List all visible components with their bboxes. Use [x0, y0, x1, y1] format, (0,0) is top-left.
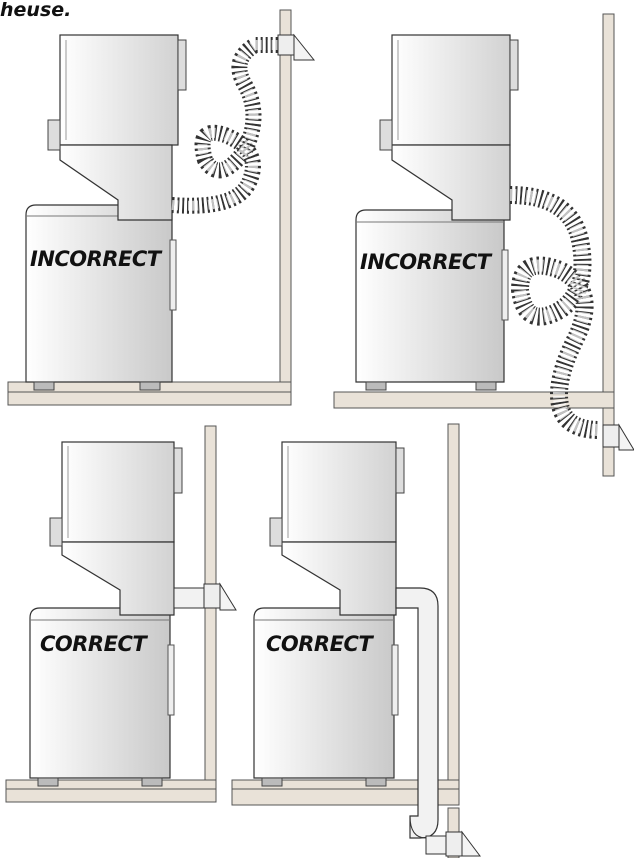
panel-correct-right [231, 423, 481, 858]
washer [253, 607, 399, 787]
floor [5, 779, 217, 803]
panel-label-incorrect: INCORRECT [360, 250, 491, 274]
heading-fragment: heuse. [0, 0, 72, 21]
wall-vent-hood [277, 33, 316, 61]
rigid-vent-duct [395, 587, 449, 855]
panel-label-correct: CORRECT [266, 632, 373, 656]
panel-correct-left [5, 425, 237, 803]
floor [231, 779, 460, 806]
washer [355, 209, 509, 391]
wall-vent-hood [203, 582, 237, 611]
wall-vent-hood [445, 830, 481, 857]
dryer [47, 34, 187, 221]
wall [279, 9, 292, 383]
floor [333, 391, 615, 409]
rigid-vent-duct [173, 587, 209, 609]
flexible-vent-hose [509, 186, 601, 439]
wall-vent-hood [602, 423, 634, 451]
panel-label-correct: CORRECT [40, 632, 147, 656]
dryer [379, 34, 519, 221]
dryer [49, 441, 183, 616]
washer [25, 204, 177, 391]
panel-incorrect-left [7, 9, 316, 406]
dryer [269, 441, 405, 616]
panel-label-incorrect: INCORRECT [30, 247, 161, 271]
flexible-vent-hose [171, 37, 280, 214]
washer [29, 607, 175, 787]
panel-incorrect-right [333, 13, 634, 477]
